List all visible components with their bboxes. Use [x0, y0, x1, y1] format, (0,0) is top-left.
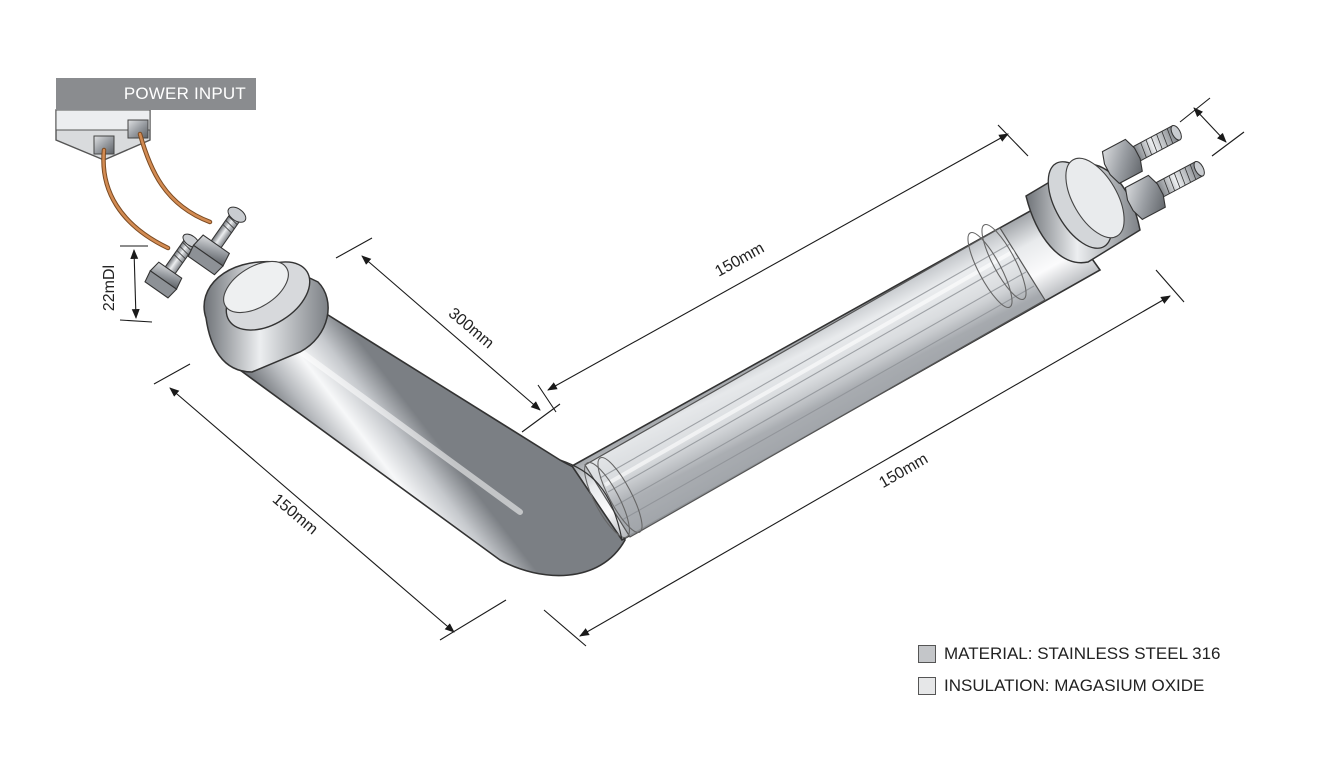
legend-swatch-material: [918, 645, 936, 663]
power-input-label: POWER INPUT: [56, 78, 256, 110]
legend-item-insulation: INSULATION: MAGASIUM OXIDE: [918, 670, 1248, 702]
legend-label-insulation: INSULATION: MAGASIUM OXIDE: [944, 676, 1205, 695]
legend-item-material: MATERIAL: STAINLESS STEEL 316: [918, 638, 1248, 670]
power-input-box: [55, 109, 151, 161]
legend: MATERIAL: STAINLESS STEEL 316 INSULATION…: [918, 638, 1248, 702]
legend-swatch-insulation: [918, 677, 936, 695]
power-wires: [101, 131, 213, 251]
dim-label-top: 150mm: [712, 240, 767, 281]
dim-label-diagonal: 300mm: [445, 305, 497, 352]
dim-label-terminal-diameter: 22mDl: [101, 265, 118, 311]
dimension-lines: [119, 97, 1245, 647]
dim-label-bottom: 150mm: [876, 450, 931, 491]
right-terminal-studs: [1101, 124, 1205, 221]
left-end-cap: [203, 260, 329, 373]
legend-label-material: MATERIAL: STAINLESS STEEL 316: [944, 644, 1221, 663]
dim-label-left: 150mm: [269, 491, 321, 538]
power-input-text: POWER INPUT: [123, 84, 246, 103]
right-end-cap: [1025, 157, 1141, 264]
left-terminal-studs: [144, 206, 247, 299]
